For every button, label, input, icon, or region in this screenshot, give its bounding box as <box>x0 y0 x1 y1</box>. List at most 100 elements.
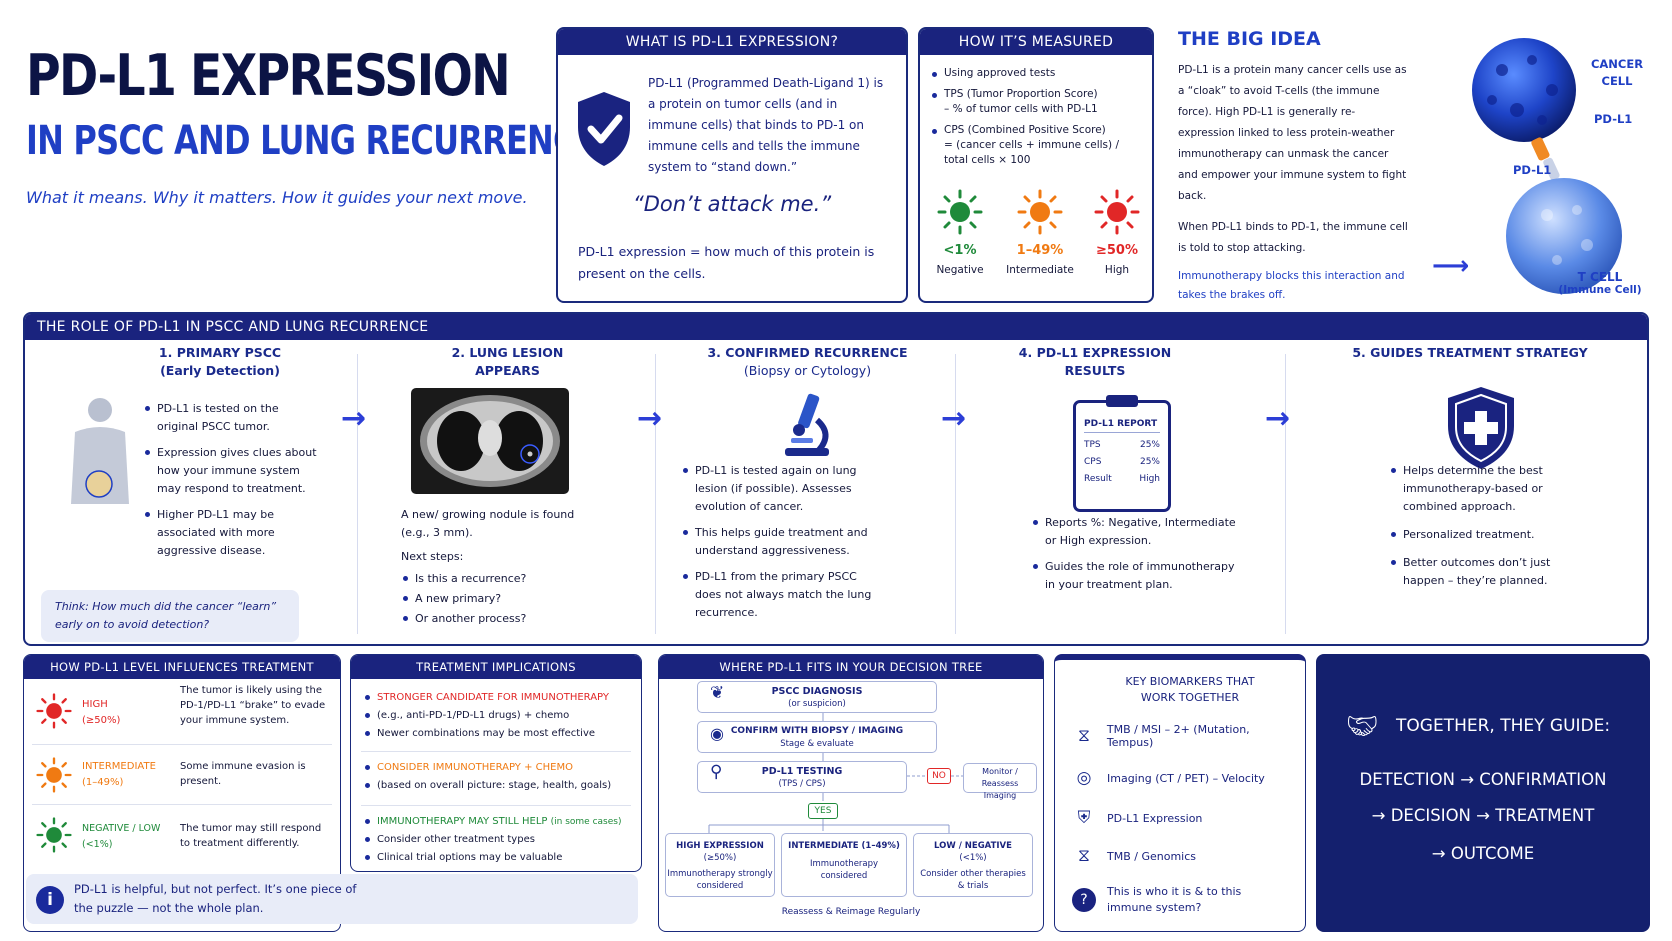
big-idea-p2: When PD-L1 binds to PD-1, the immune cel… <box>1178 221 1408 254</box>
step-4-bullet: Reports %: Negative, Intermediate or Hig… <box>1031 514 1241 550</box>
step-5-bullet: Better outcomes don’t just happen – they… <box>1389 554 1569 590</box>
role-panel: THE ROLE OF PD-L1 IN PSCC AND LUNG RECUR… <box>23 312 1649 646</box>
step-1-bullet: PD-L1 is tested on the original PSCC tum… <box>143 400 323 436</box>
influence-row-high: HIGH(≥50%) The tumor is likely using the… <box>32 683 332 745</box>
measured-panel: HOW IT’S MEASURED Using approved tests T… <box>918 27 1154 303</box>
ct-scan-image <box>411 388 569 494</box>
tree-outcome-intermediate: INTERMEDIATE (1–49%)Immunotherapy consid… <box>781 833 907 897</box>
what-is-panel: WHAT IS PD-L1 EXPRESSION? PD-L1 (Program… <box>556 27 908 303</box>
influence-header: HOW PD-L1 LEVEL INFLUENCES TREATMENT <box>24 655 340 679</box>
pdl1-label-top: PD-L1 <box>1594 112 1633 126</box>
info-callout: i PD-L1 is helpful, but not perfect. It’… <box>26 874 638 924</box>
step-3-bullets: PD-L1 is tested again on lung lesion (if… <box>681 462 881 628</box>
impl-divider <box>361 751 631 752</box>
tree-header: WHERE PD-L1 FITS IN YOUR DECISION TREE <box>659 655 1043 679</box>
measured-item: Using approved tests <box>930 66 1146 81</box>
step-1-bullet: Expression gives clues about how your im… <box>143 444 323 498</box>
what-is-quote: “Don’t attack me.” <box>632 192 832 216</box>
what-is-header: WHAT IS PD-L1 EXPRESSION? <box>558 29 906 55</box>
step-1-bullets: PD-L1 is tested on the original PSCC tum… <box>143 400 323 566</box>
step-2-bullet: Or another process? <box>401 610 601 628</box>
decision-tree-panel: WHERE PD-L1 FITS IN YOUR DECISION TREE ❦… <box>658 654 1044 932</box>
step-2-bullet: Is this a recurrence? <box>401 570 601 588</box>
impl-line: Consider other treatment types <box>363 831 635 849</box>
pdl1-label-mid: PD-L1 <box>1513 163 1552 177</box>
step-5-bullets: Helps determine the best immunotherapy-b… <box>1389 462 1569 596</box>
step-arrow-icon: → <box>1265 401 1291 436</box>
role-header: THE ROLE OF PD-L1 IN PSCC AND LUNG RECUR… <box>25 314 1647 340</box>
report-title: PD-L1 REPORT <box>1084 419 1160 433</box>
together-line1: DETECTION → CONFIRMATION <box>1359 770 1607 789</box>
step-3-title: 3. CONFIRMED RECURRENCE(Biopsy or Cytolo… <box>707 345 908 378</box>
biomarker-item: ⛨PD-L1 Expression <box>1069 800 1299 836</box>
measured-header: HOW IT’S MEASURED <box>920 29 1152 55</box>
big-idea-p3: Immunotherapy blocks this interaction an… <box>1178 270 1405 301</box>
tree-connectors <box>708 713 963 833</box>
step-divider <box>1285 354 1286 634</box>
big-idea-title: THE BIG IDEA <box>1178 28 1321 50</box>
step-divider <box>655 354 656 634</box>
step-5-bullet: Personalized treatment. <box>1389 526 1569 544</box>
big-idea-arrow-icon: ⟶ <box>1432 251 1470 281</box>
microscope-icon <box>785 393 829 456</box>
influence-level: NEGATIVE / LOW(<1%) <box>82 823 161 850</box>
shield-plus-icon: ⛨ <box>1077 808 1091 828</box>
level-high-label: High <box>1104 264 1130 276</box>
body-silhouette-icon <box>71 398 129 504</box>
influence-text: Some immune evasion is present. <box>180 761 306 787</box>
step-1-bullet: Higher PD-L1 may be associated with more… <box>143 506 323 560</box>
step-divider <box>357 354 358 634</box>
influence-row-negative: NEGATIVE / LOW(<1%) The tumor may still … <box>32 807 332 863</box>
implications-header: TREATMENT IMPLICATIONS <box>351 655 641 679</box>
level-intermediate-value: 1–49% <box>1016 243 1064 258</box>
tree-yes-badge: YES <box>808 803 838 819</box>
step-arrow-icon: → <box>941 401 967 436</box>
shield-check-icon <box>578 92 630 166</box>
together-title: TOGETHER, THEY GUIDE: <box>1396 716 1611 736</box>
together-panel: 🤝︎ TOGETHER, THEY GUIDE: DETECTION → CON… <box>1316 654 1650 932</box>
tree-footer: Reassess & Reimage Regularly <box>781 907 921 917</box>
impl-line: Clinical trial options may be valuable <box>363 849 635 867</box>
impl-title: STRONGER CANDIDATE FOR IMMUNOTHERAPY <box>363 689 633 707</box>
influence-level: HIGH(≥50%) <box>82 699 121 726</box>
step-3-bullet: PD-L1 is tested again on lung lesion (if… <box>681 462 881 516</box>
cancer-cell-label: CANCER CELL <box>1590 57 1644 88</box>
tree-node-diagnosis: ❦ PSCC DIAGNOSIS(or suspicion) <box>697 681 937 713</box>
step-arrow-icon: → <box>341 401 367 436</box>
step-3: 3. CONFIRMED RECURRENCE(Biopsy or Cytolo… <box>665 344 950 619</box>
tree-outcome-high: HIGH EXPRESSION(≥50%)Immunotherapy stron… <box>665 833 775 897</box>
scanner-icon: ◎ <box>1076 768 1092 788</box>
measured-list: Using approved tests TPS (Tumor Proporti… <box>930 66 1146 174</box>
sun-green-icon <box>36 817 72 853</box>
together-line2: → DECISION → TREATMENT <box>1371 806 1595 825</box>
step-2-bullet: A new primary? <box>401 590 601 608</box>
clipboard-clip-icon <box>1106 395 1138 407</box>
what-is-body: PD-L1 (Programmed Death-Ligand 1) is a p… <box>648 76 884 174</box>
sun-orange-icon <box>1017 189 1063 235</box>
biomarker-item: ?This is who it is & to this immune syst… <box>1069 882 1299 918</box>
question-icon: ? <box>1072 888 1096 912</box>
impl-divider <box>361 805 631 806</box>
step-2-lead: A new/ growing nodule is found (e.g., 3 … <box>401 508 575 539</box>
sun-orange-icon <box>36 757 72 793</box>
hero: PD-L1 EXPRESSION IN PSCC AND LUNG RECURR… <box>26 40 598 207</box>
level-intermediate-label: Intermediate <box>1006 264 1074 276</box>
think-callout: Think: How much did the cancer “learn” e… <box>41 590 299 642</box>
biomarkers-panel: KEY BIOMARKERS THAT WORK TOGETHER ⧖TMB /… <box>1054 654 1306 932</box>
hero-title-line2: IN PSCC AND LUNG RECURRENCE <box>26 118 598 164</box>
step-5-bullet: Helps determine the best immunotherapy-b… <box>1389 462 1569 516</box>
influence-level: INTERMEDIATE(1–49%) <box>82 761 156 788</box>
influence-row-intermediate: INTERMEDIATE(1–49%) Some immune evasion … <box>32 747 332 805</box>
step-1-title: 1. PRIMARY PSCC(Early Detection) <box>158 345 282 378</box>
level-negative-label: Negative <box>936 264 984 276</box>
sun-red-icon <box>36 693 72 729</box>
step-5: 5. GUIDES TREATMENT STRATEGY Helps deter… <box>1305 344 1635 587</box>
step-arrow-icon: → <box>637 401 663 436</box>
step-divider <box>955 354 956 634</box>
level-negative: <1% Negative <box>924 189 996 276</box>
